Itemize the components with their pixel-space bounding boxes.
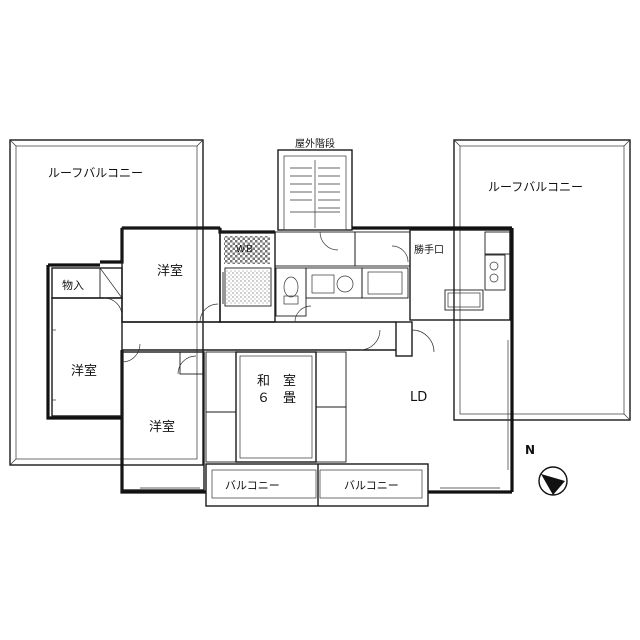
japanese-room-label: 和 室 (257, 373, 296, 389)
doors (103, 231, 435, 375)
western-room-bottom-label: 洋室 (149, 419, 175, 435)
interior-walls (51, 227, 511, 491)
roof-balcony-right (453, 139, 631, 421)
balcony-left-label: バルコニー (225, 479, 280, 492)
window-marks (52, 329, 509, 489)
balcony-right-label: バルコニー (344, 479, 399, 492)
bath-wall-hatch (222, 272, 226, 304)
bottom-balconies (205, 463, 429, 507)
western-room-top-label: 洋室 (157, 263, 183, 279)
western-room-left-label: 洋室 (71, 363, 97, 379)
fixtures (283, 261, 499, 308)
wash-area-tile (224, 236, 270, 264)
japanese-room-size-label: ６ 畳 (257, 391, 296, 406)
outdoor-stairs (277, 149, 353, 231)
roof-balcony-left-label: ルーフバルコニー (48, 166, 143, 180)
roof-balcony-left (9, 139, 204, 466)
outdoor-stairs-label: 屋外階段 (295, 137, 335, 150)
back-door-label: 勝手口 (414, 243, 444, 256)
bath-floor-tile (226, 270, 270, 304)
north-arrow (538, 466, 568, 496)
living-dining-label: LD (410, 390, 427, 405)
washer-label: ＷＢ (236, 245, 254, 255)
roof-balcony-right-label: ルーフバルコニー (488, 180, 583, 194)
north-label: N (525, 443, 535, 457)
storage-label: 物入 (62, 278, 84, 292)
